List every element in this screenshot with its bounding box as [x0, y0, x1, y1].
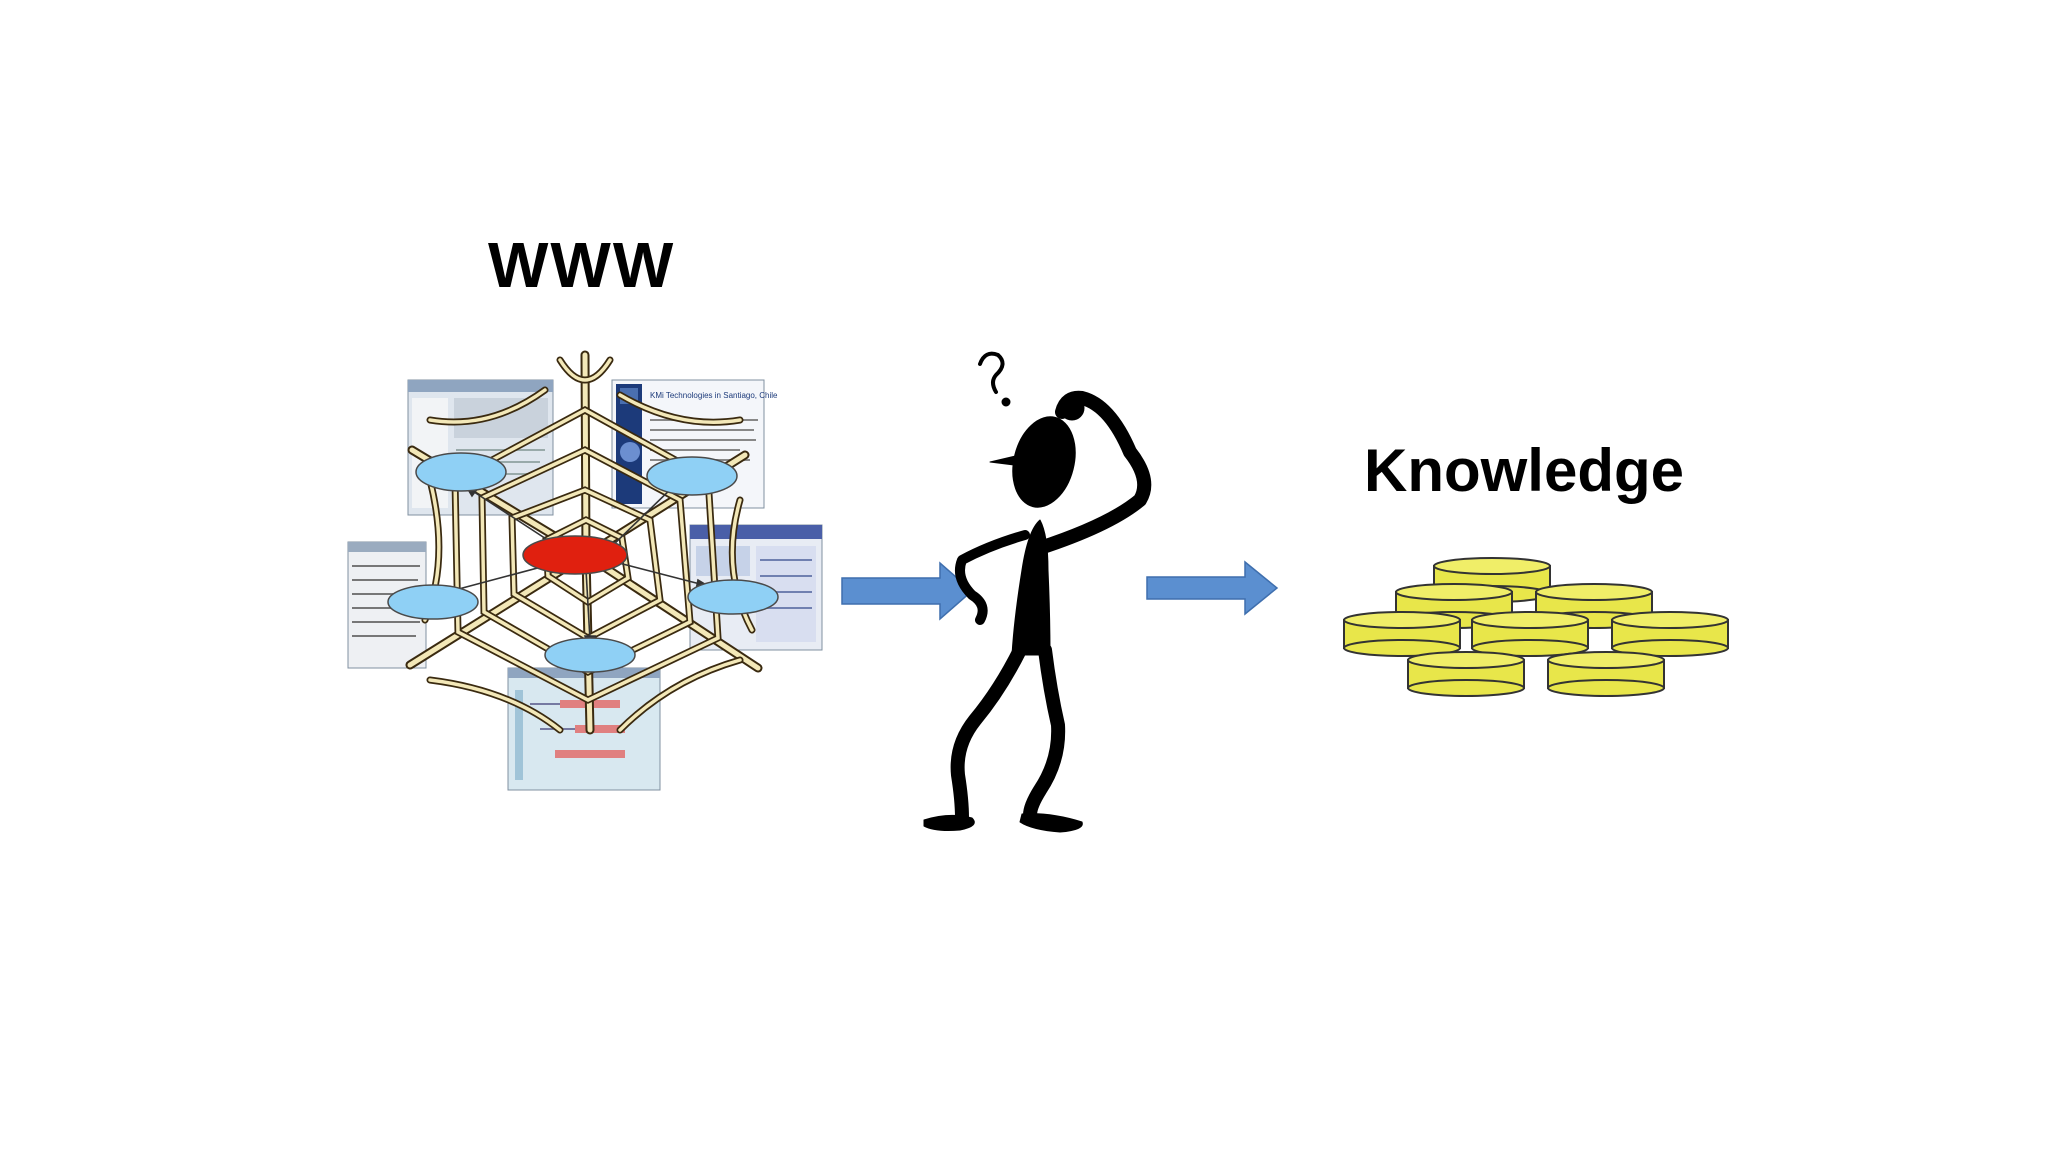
question-mark-icon: [978, 351, 1011, 407]
webpage-screenshot-bottom: [507, 667, 661, 791]
outer-node: [646, 456, 738, 496]
arrow-right-icon: [841, 561, 974, 621]
knowledge-title: Knowledge: [1364, 437, 1685, 504]
arrow-right-icon: [1146, 560, 1279, 616]
www-title: WWW: [488, 229, 676, 301]
graph-nodes: [387, 452, 779, 673]
coin: [1343, 611, 1461, 657]
coin: [1547, 651, 1665, 697]
central-node: [522, 535, 628, 575]
outer-node: [387, 584, 479, 620]
outer-node: [544, 637, 636, 673]
webpage-heading: KMi Technologies in Santiago, Chile: [650, 391, 778, 400]
outer-node: [415, 452, 507, 492]
www-illustration: KMi Technologies in Santiago, Chile: [347, 350, 823, 791]
confused-person-icon: [923, 351, 1152, 833]
gold-coins-icon: [1343, 557, 1729, 697]
outer-node: [687, 579, 779, 615]
coin: [1611, 611, 1729, 657]
coin: [1407, 651, 1525, 697]
coin: [1471, 611, 1589, 657]
